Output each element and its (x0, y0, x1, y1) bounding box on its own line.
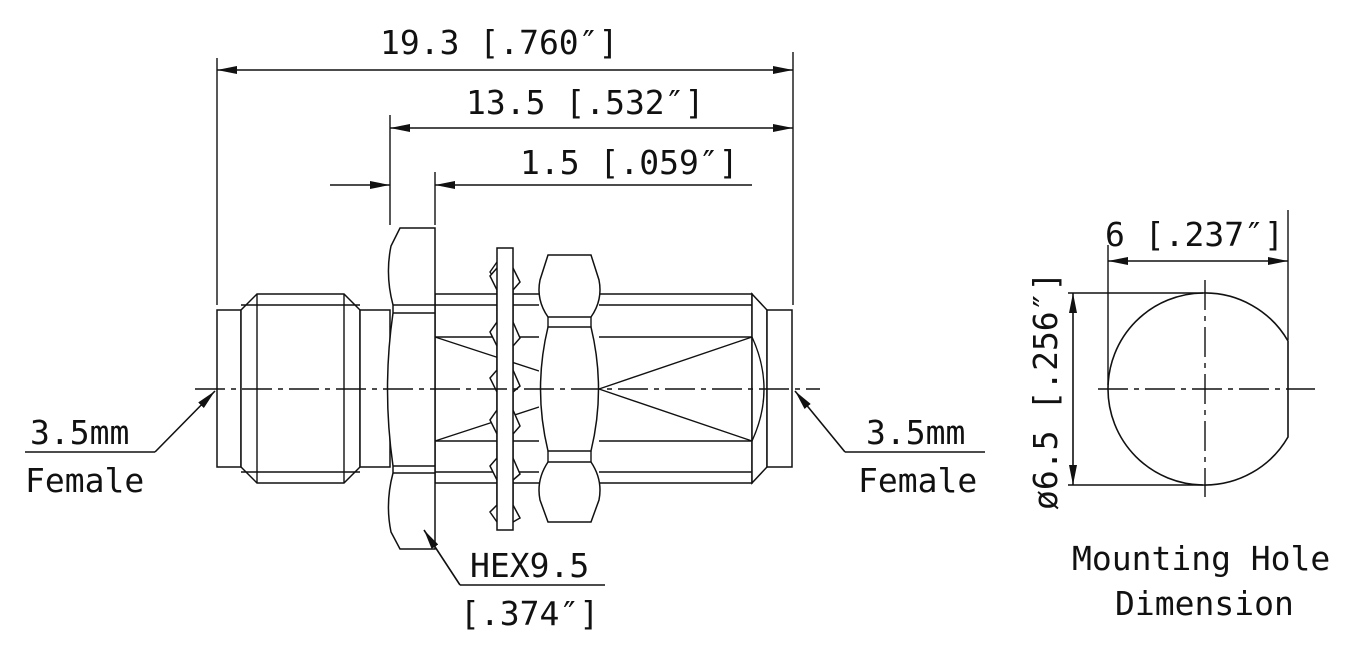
mounting-hole-view: 6 [.237″] ø6.5 [.256″] Mounting Hole Dim… (1026, 210, 1330, 623)
hex-callout: HEX9.5 [.374″] (423, 529, 605, 633)
mounting-hole-caption-2: Dimension (1115, 584, 1294, 623)
mounting-hole-caption: Mounting Hole (1072, 539, 1330, 578)
left-connector-callout: 3.5mm Female (25, 390, 216, 500)
hex-size-label: HEX9.5 (470, 546, 589, 585)
mounting-hole-outline (1107, 292, 1289, 486)
right-connector-callout: 3.5mm Female (794, 390, 985, 500)
right-connector-gender: Female (858, 461, 977, 500)
hole-diameter-label: ø6.5 [.256″] (1026, 272, 1065, 510)
hex-size-inch-label: [.374″] (460, 594, 599, 633)
hole-width-label: 6 [.237″] (1105, 215, 1284, 254)
left-connector-gender: Female (25, 461, 144, 500)
overall-length-label: 19.3 [.760″] (380, 23, 618, 62)
extension-lines (216, 52, 794, 305)
flange-thickness-label: 1.5 [.059″] (520, 143, 739, 182)
right-connector-size: 3.5mm (866, 413, 965, 452)
connector-side-view (195, 227, 820, 550)
body-length-label: 13.5 [.532″] (466, 83, 704, 122)
left-connector-size: 3.5mm (30, 413, 129, 452)
